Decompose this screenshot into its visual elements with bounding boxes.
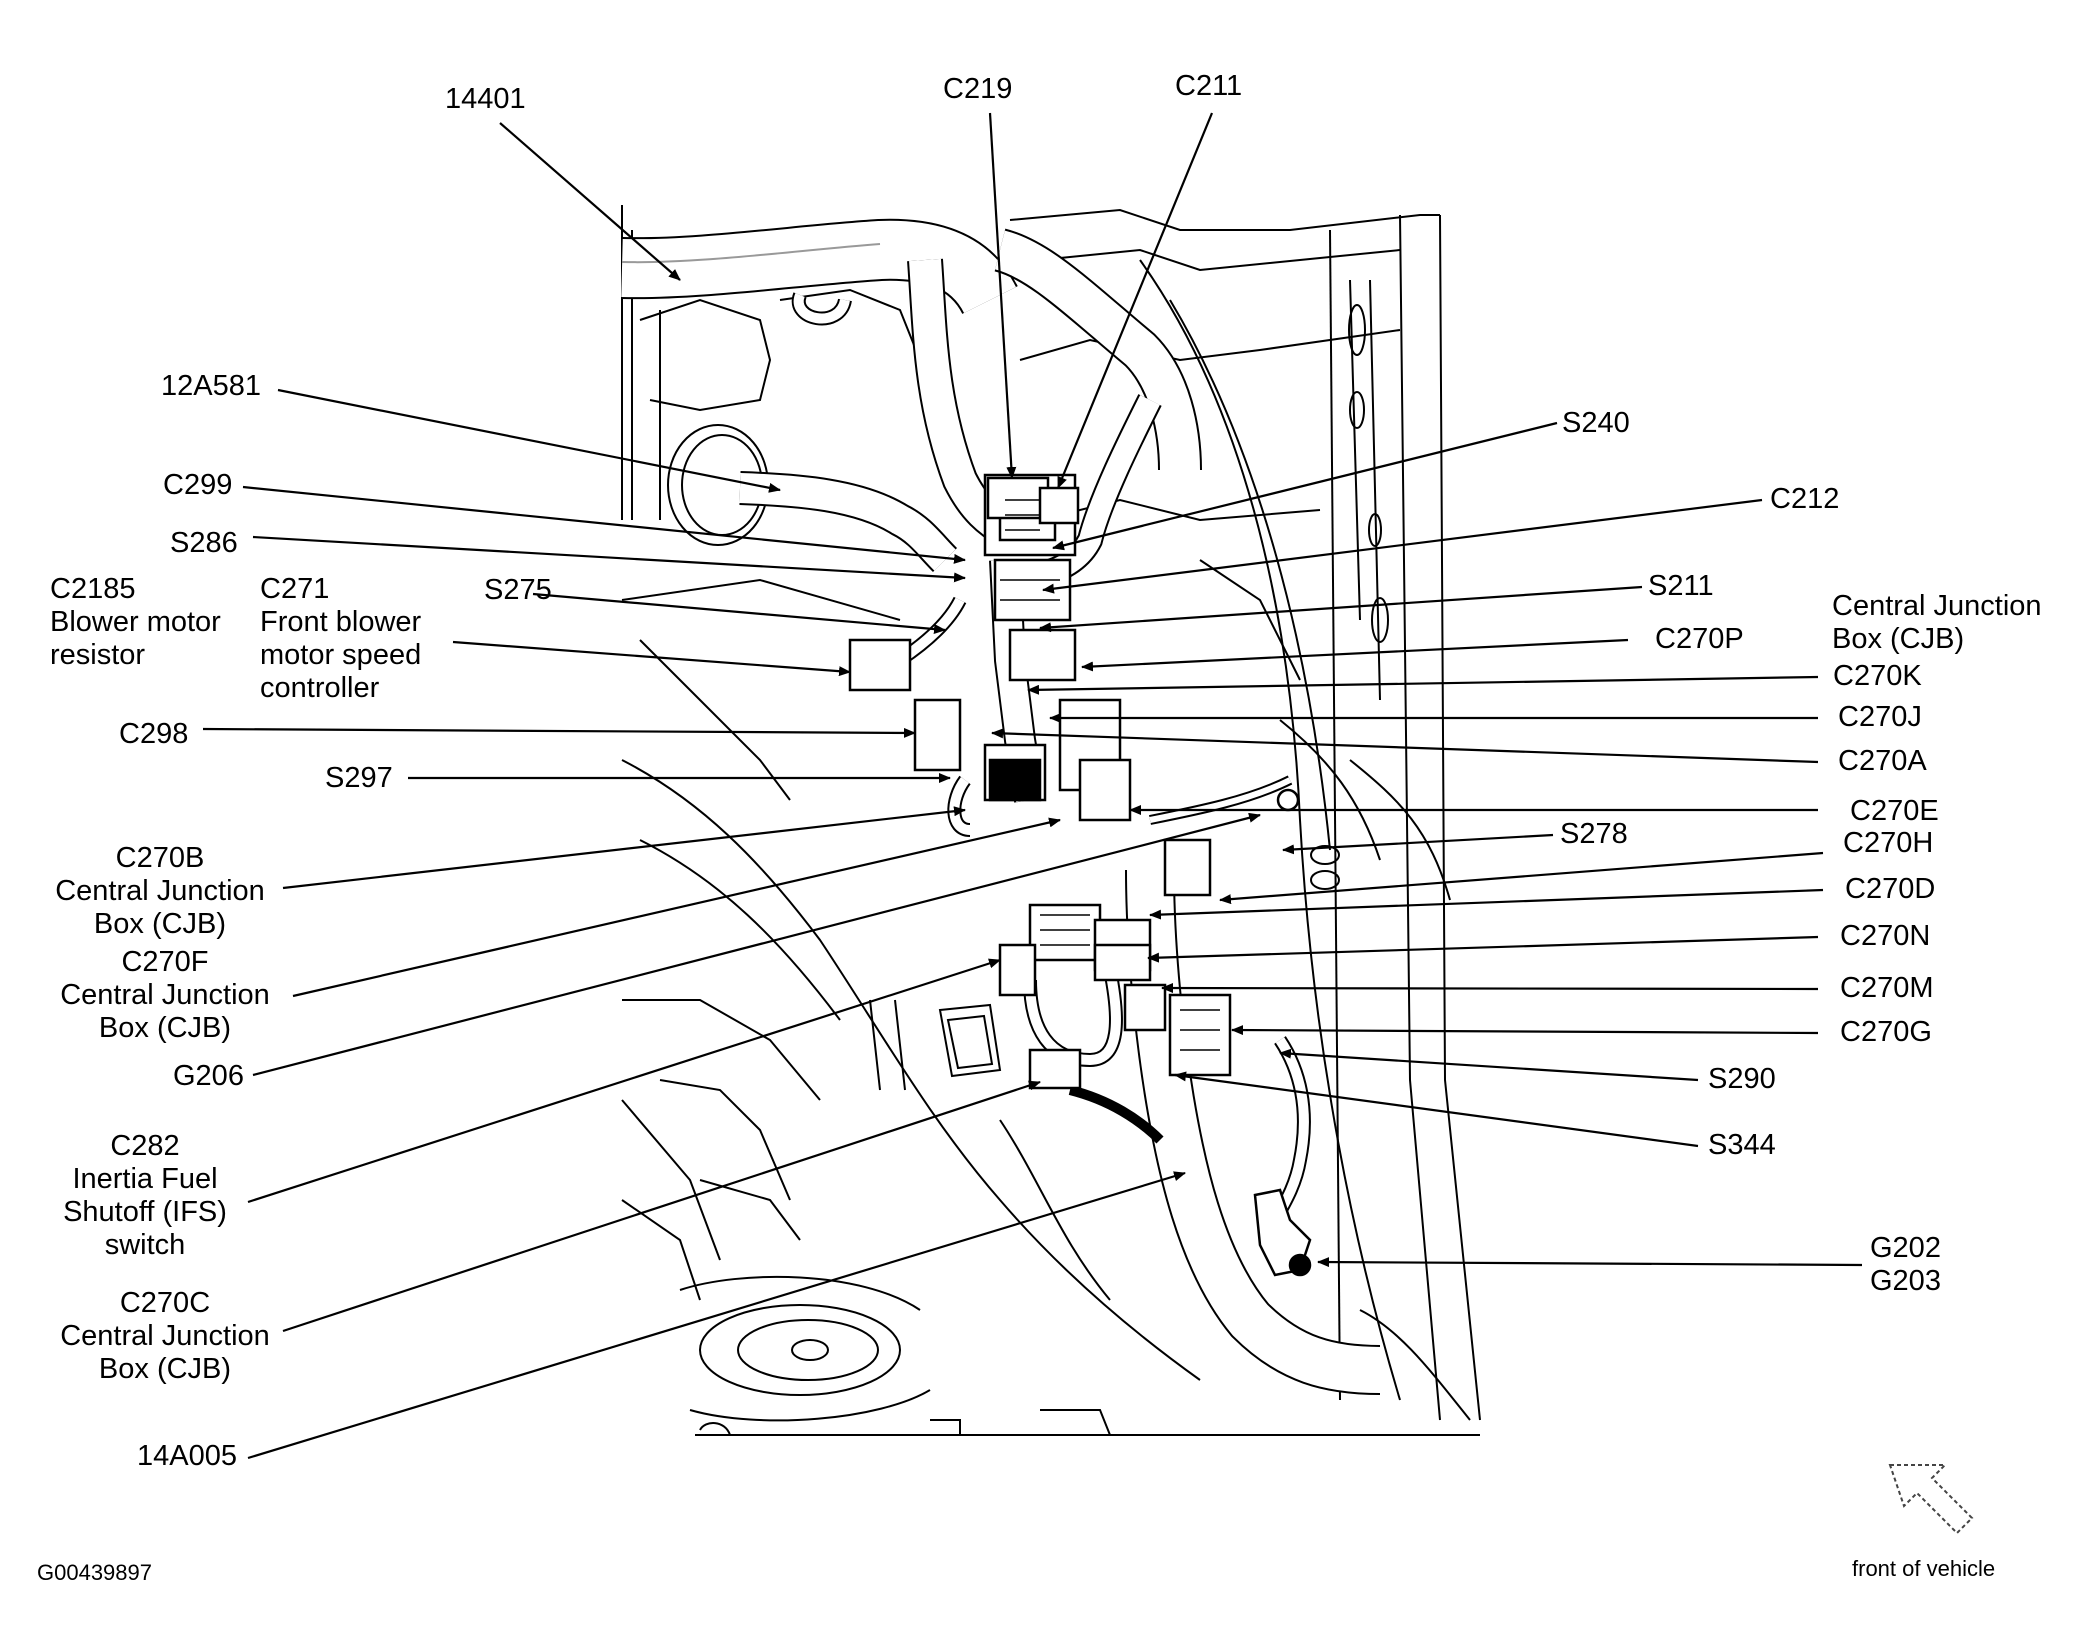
label-S297: S297 (325, 762, 393, 794)
label-S211: S211 (1648, 570, 1714, 602)
label-C2185-blower-motor-resistor: C2185 Blower motor resistor (50, 573, 221, 671)
label-C219: C219 (943, 73, 1013, 105)
label-C271-front-blower-motor-speed-controller: C271 Front blower motor speed controller (260, 573, 422, 704)
label-C270A: C270A (1838, 745, 1927, 777)
label-14A005: 14A005 (137, 1440, 237, 1472)
label-C270N: C270N (1840, 920, 1931, 952)
label-S344: S344 (1708, 1129, 1776, 1161)
vehicle-body-drawing (621, 205, 1481, 1436)
label-C270J: C270J (1838, 701, 1922, 733)
leader-lines (202, 112, 1863, 1460)
front-of-vehicle-label: front of vehicle (1852, 1556, 1996, 1581)
label-C270M: C270M (1840, 972, 1934, 1004)
connectors (848, 473, 1312, 1277)
label-C270K: C270K (1833, 660, 1922, 692)
label-12A581: 12A581 (161, 370, 261, 402)
label-C282-inertia-fuel-shutoff-switch: C282 Inertia Fuel Shutoff (IFS) switch (63, 1130, 227, 1261)
front-of-vehicle-arrow-icon (1888, 1464, 1974, 1535)
label-S278: S278 (1560, 818, 1628, 850)
label-S286: S286 (170, 527, 238, 559)
label-C270D: C270D (1845, 873, 1936, 905)
label-C298: C298 (119, 718, 189, 750)
label-S290: S290 (1708, 1063, 1776, 1095)
label-C270G: C270G (1840, 1016, 1932, 1048)
label-14401: 14401 (445, 83, 526, 115)
label-C270C-central-junction-box: C270C Central Junction Box (CJB) (60, 1287, 270, 1385)
label-S240: S240 (1562, 407, 1630, 439)
label-C270E: C270E (1850, 795, 1939, 827)
label-C270B-central-junction-box: C270B Central Junction Box (CJB) (55, 842, 265, 940)
label-G206: G206 (173, 1060, 244, 1092)
label-G202-G203: G202 G203 (1870, 1232, 1941, 1297)
label-C211: C211 (1175, 70, 1243, 102)
label-C270F-central-junction-box: C270F Central Junction Box (CJB) (60, 946, 270, 1044)
label-S275: S275 (484, 574, 552, 606)
label-C270P: C270P (1655, 623, 1744, 655)
figure-code: G00439897 (37, 1560, 152, 1585)
label-central-junction-box: Central Junction Box (CJB) (1832, 590, 2042, 655)
label-C270H: C270H (1843, 827, 1934, 859)
label-C212: C212 (1770, 483, 1840, 515)
label-C299: C299 (163, 469, 233, 501)
